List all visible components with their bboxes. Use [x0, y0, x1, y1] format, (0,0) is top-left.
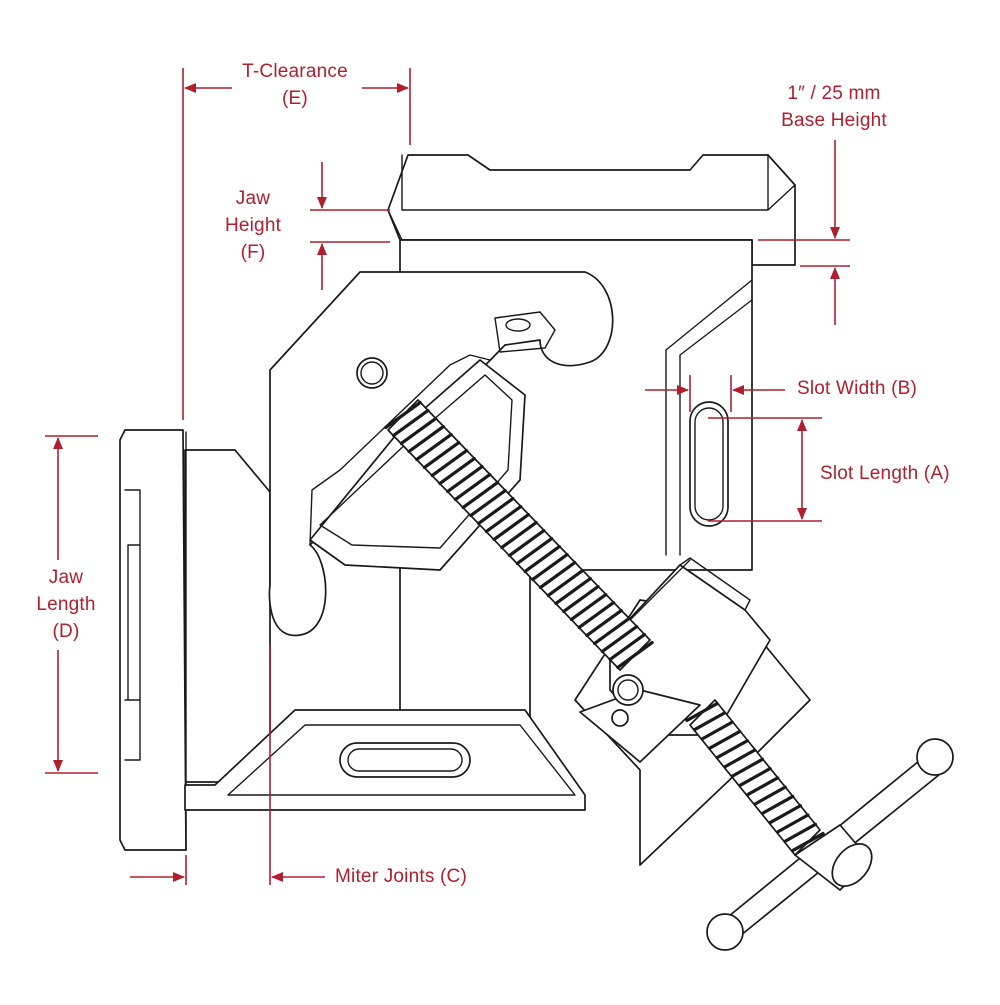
base-height-line1: 1″ / 25 mm [787, 83, 881, 104]
screw-b-thread [783, 822, 818, 843]
jaw-length-line3: (D) [52, 621, 80, 642]
dimension-lines [45, 68, 850, 885]
screw-a-thread [569, 592, 608, 622]
screw-a-thread [593, 616, 631, 646]
jaw-height-label: Jaw Height (F) [225, 185, 281, 266]
screw-a-thread [500, 520, 538, 550]
jaw-length-label: Jaw Length (D) [36, 564, 95, 645]
t-clearance-line2: (E) [282, 88, 308, 109]
screw-a-thread [461, 480, 500, 510]
t-clearance-line1: T-Clearance [242, 61, 348, 82]
screw-b-thread [723, 748, 757, 769]
jaw-height-line3: (F) [240, 242, 266, 263]
t-handle [706, 738, 954, 951]
screw-b-thread [776, 813, 810, 834]
screw-b-thread [768, 804, 802, 825]
screw-a-thread [531, 552, 569, 582]
screw-a-thread [562, 584, 600, 614]
screw-a-thread [384, 400, 422, 430]
screw-a-thread [585, 608, 623, 638]
slot-base [339, 742, 471, 778]
screw-a-thread [538, 560, 577, 590]
jaw-length-line1: Jaw [48, 567, 84, 588]
lead-screw [384, 399, 825, 856]
slot-a [689, 401, 729, 527]
screw-a-thread [546, 568, 585, 598]
screw-a-thread [492, 512, 531, 542]
screw-a-thread [554, 576, 592, 606]
screw-a-thread [600, 624, 639, 654]
screw-a-thread [507, 528, 546, 558]
screw-a-thread [515, 536, 554, 566]
screw-b-thread [692, 711, 727, 732]
screw-b-thread [730, 757, 765, 778]
screw-a-thread [616, 640, 654, 670]
base-height-line2: Base Height [781, 110, 887, 131]
screw-a-thread [469, 488, 507, 518]
base-plate [184, 709, 586, 811]
screw-b-thread [715, 739, 749, 760]
screw-a-thread [577, 600, 616, 630]
screw-a-thread [391, 408, 430, 438]
screw-b-thread [685, 701, 719, 723]
screw-a-thread [477, 496, 515, 526]
left-jaw [119, 429, 271, 851]
screw-housing [574, 557, 811, 866]
screw-a-thread [608, 632, 647, 662]
screw-b-thread [745, 776, 780, 797]
jaw-height-line2: Height [224, 215, 282, 236]
screw-a-thread [399, 416, 438, 446]
screw-a-thread [415, 432, 453, 462]
screw-a-thread [430, 448, 469, 478]
slot-length-label: Slot Length (A) [820, 463, 950, 484]
screw-b-thread [708, 729, 742, 750]
screw-b-thread [791, 831, 825, 853]
miter-joints-label: Miter Joints (C) [335, 866, 467, 887]
screw-a-thread [446, 464, 484, 494]
screw-a-thread [523, 544, 561, 574]
screw-b-thread [761, 794, 795, 815]
slot-width-label: Slot Width (B) [797, 378, 917, 399]
screw-a-thread [407, 424, 445, 454]
screw-b-thread [700, 720, 734, 741]
screw-a-thread [422, 440, 461, 470]
screw-a-thread [453, 472, 492, 502]
t-clearance-label: T-Clearance (E) [242, 58, 348, 112]
screw-a-thread [438, 456, 476, 486]
screw-a-thread [484, 504, 523, 534]
jaw-height-line1: Jaw [235, 188, 271, 209]
base-height-label: 1″ / 25 mm Base Height [781, 80, 887, 134]
jaw-length-line2: Length [36, 594, 96, 615]
corner-casting [268, 271, 614, 637]
screw-b-thread [738, 766, 772, 788]
screw-b-thread [753, 785, 787, 806]
